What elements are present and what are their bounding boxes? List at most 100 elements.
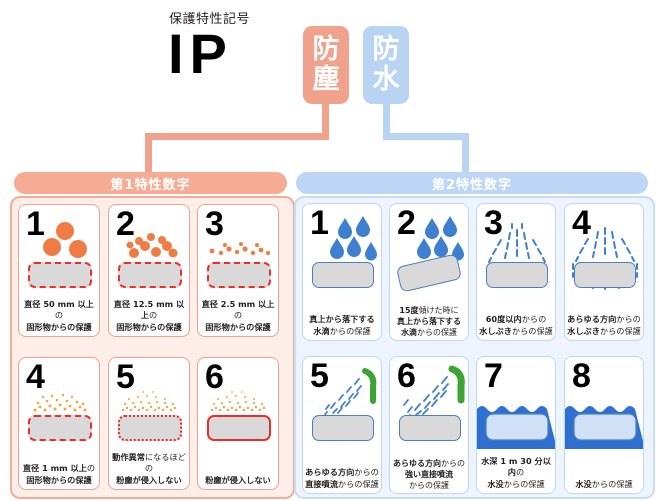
c-d1-l1b: 直径 50 mm 以上	[24, 298, 94, 309]
device-outline-water	[312, 415, 374, 441]
device-outline-water	[574, 262, 636, 288]
card-water-4-number: 4	[572, 204, 591, 242]
card-water-7: 7 水深 1 m 30 分以内の 水没からの保護	[476, 356, 556, 494]
card-water-4: 4	[564, 203, 644, 341]
small-particles-icon	[198, 205, 278, 291]
badge-dustproof-line1: 防	[312, 34, 340, 65]
c-d3-l1b: 直径 2.5 mm 以上	[201, 298, 275, 309]
c-d3-l1n: の	[233, 310, 243, 320]
device-outline-dotted	[118, 415, 182, 441]
card-dust-1-caption: 直径 50 mm 以上の 固形物からの保護	[21, 299, 97, 334]
c-w7-l2b: 水没	[487, 478, 504, 489]
continuous-immersion-icon	[565, 401, 643, 449]
badge-dustproof: 防 塵	[303, 26, 349, 104]
c-d1-l1n: の	[54, 310, 64, 320]
card-dust-3-caption: 直径 2.5 mm 以上の 固形物からの保護	[200, 299, 276, 334]
card-dust-1: 1 直径 50 mm 以上の 固形物からの保護	[18, 204, 100, 337]
card-dust-1-number: 1	[26, 205, 45, 243]
immersion-1m-icon	[477, 401, 555, 449]
spray-60deg-icon	[477, 204, 555, 290]
c-w2-l2b: 真上から落下する	[397, 317, 461, 326]
c-w2-l1n: 傾けた時に	[418, 306, 459, 315]
page-title: 保護特性記号	[169, 12, 251, 27]
c-d3-l2b: 固形物からの保護	[205, 321, 271, 332]
card-water-1: 1 真上から落下する 水滴からの保護	[302, 203, 382, 341]
c-w3-l1n: からの	[521, 314, 547, 324]
c-w2-l1b: 15度	[399, 306, 419, 315]
connector-dust-vertical-bottom	[145, 133, 152, 177]
badge-waterproof-line1: 防	[372, 34, 400, 65]
card-water-4-caption: あらゆる方向からの 水しぶきからの保護	[567, 314, 641, 337]
card-water-7-number: 7	[484, 357, 503, 395]
connector-dust-horizontal	[145, 133, 329, 140]
c-w3-l2b: 水しぶき	[479, 325, 512, 336]
card-dust-4: 4 直径 1 mm 以上の 固形物からの保護	[18, 357, 100, 490]
device-outline-dashed	[207, 262, 271, 288]
card-water-8: 8 水没からの保護	[564, 356, 644, 494]
card-dust-4-number: 4	[26, 358, 45, 396]
c-w5-l2b: 直接噴流	[305, 478, 338, 489]
c-d2-l1n: の	[149, 310, 158, 320]
card-dust-5-number: 5	[116, 358, 135, 396]
card-water-1-caption: 真上から落下する 水滴からの保護	[305, 314, 379, 337]
device-outline-water	[312, 262, 374, 288]
tilted-drip-icon	[390, 204, 468, 290]
large-particles-icon	[19, 205, 99, 291]
card-dust-3: 3 直径 2.5 mm 以上の 固形物からの保護	[197, 204, 279, 337]
section-header-first-numeral: 第1特性数字	[14, 172, 287, 194]
card-water-7-caption: 水深 1 m 30 分以内の 水没からの保護	[479, 456, 553, 491]
c-d4-l2b: 固形物からの保護	[26, 474, 92, 485]
card-water-2-caption: 15度傾けた時に 真上から落下する 水滴からの保護	[392, 305, 466, 338]
c-d6-l1b: 粉塵が侵入しない	[205, 474, 271, 485]
c-d1-l2b: 固形物からの保護	[26, 321, 92, 332]
card-water-5-number: 5	[310, 357, 329, 395]
c-w5-l1n: からの	[354, 467, 379, 477]
c-w8-l1b: 水没	[575, 478, 592, 489]
card-dust-2-number: 2	[116, 205, 135, 243]
connector-water-vertical-bottom	[462, 133, 469, 177]
connector-water-vertical-top	[383, 104, 390, 134]
card-water-8-number: 8	[572, 357, 591, 395]
c-d2-l1b: 直径 12.5 mm 以上	[113, 298, 185, 321]
card-water-3: 3 60度以内からの 水しぶき	[476, 203, 556, 341]
c-w4-l2n: からの保護	[599, 325, 641, 336]
card-water-8-caption: 水没からの保護	[567, 479, 641, 491]
card-water-2: 2 15度傾けた時に 真上から落下する 水滴からの保護	[389, 203, 469, 341]
c-w3-l1b: 60度以内	[485, 314, 522, 324]
c-w6-l2b: 強い直接噴流	[405, 470, 453, 479]
medium-particles-icon	[109, 205, 189, 291]
device-outline-dashed	[118, 262, 182, 288]
c-w2-l3b: 水滴	[401, 328, 417, 337]
card-dust-6-caption: 粉塵が侵入しない	[200, 475, 276, 487]
c-w4-l1n: からの	[616, 314, 641, 324]
card-dust-5-caption: 動作異常になるほどの 粉塵が侵入しない	[111, 452, 187, 487]
card-water-3-number: 3	[484, 204, 503, 242]
card-dust-3-number: 3	[205, 205, 224, 243]
badge-dustproof-line2: 塵	[312, 64, 340, 95]
c-d4-l1n: の	[86, 463, 96, 473]
c-d5-l2b: 粉塵が侵入しない	[116, 474, 182, 485]
dripping-water-icon	[303, 204, 381, 290]
c-w8-l1n: からの保護	[591, 478, 633, 489]
card-water-2-number: 2	[397, 204, 416, 242]
c-w3-l2n: からの保護	[511, 325, 553, 336]
c-d5-l1n: になるほどの	[144, 451, 186, 474]
c-d2-l2b: 固形物からの保護	[116, 321, 182, 332]
connector-dust-vertical-top	[322, 104, 329, 134]
card-dust-6: 6 粉塵が侵入しない	[197, 357, 279, 490]
c-w6-l3n: からの保護	[409, 481, 449, 490]
c-w1-l2n: からの保護	[329, 325, 371, 336]
device-outline-solid	[207, 415, 271, 441]
c-w6-l1n: からの	[441, 459, 465, 468]
section-header-second-numeral: 第2特性数字	[296, 172, 648, 194]
card-water-5: 5 あらゆる方向からの 直接噴流からの保護	[302, 356, 382, 494]
c-w6-l1b: あらゆる方向	[393, 459, 441, 468]
c-w2-l3n: からの保護	[417, 328, 457, 337]
fine-particles-icon	[19, 358, 99, 444]
c-w5-l2n: からの保護	[337, 478, 379, 489]
card-dust-2: 2 直径 12.5 mm 以上の 固形物からの保護	[108, 204, 190, 337]
badge-waterproof-line2: 水	[372, 64, 400, 95]
device-outline-dashed	[28, 415, 92, 441]
c-w7-l1n: の	[516, 467, 525, 477]
card-water-6-caption: あらゆる方向からの 強い直接噴流 からの保護	[392, 458, 466, 491]
